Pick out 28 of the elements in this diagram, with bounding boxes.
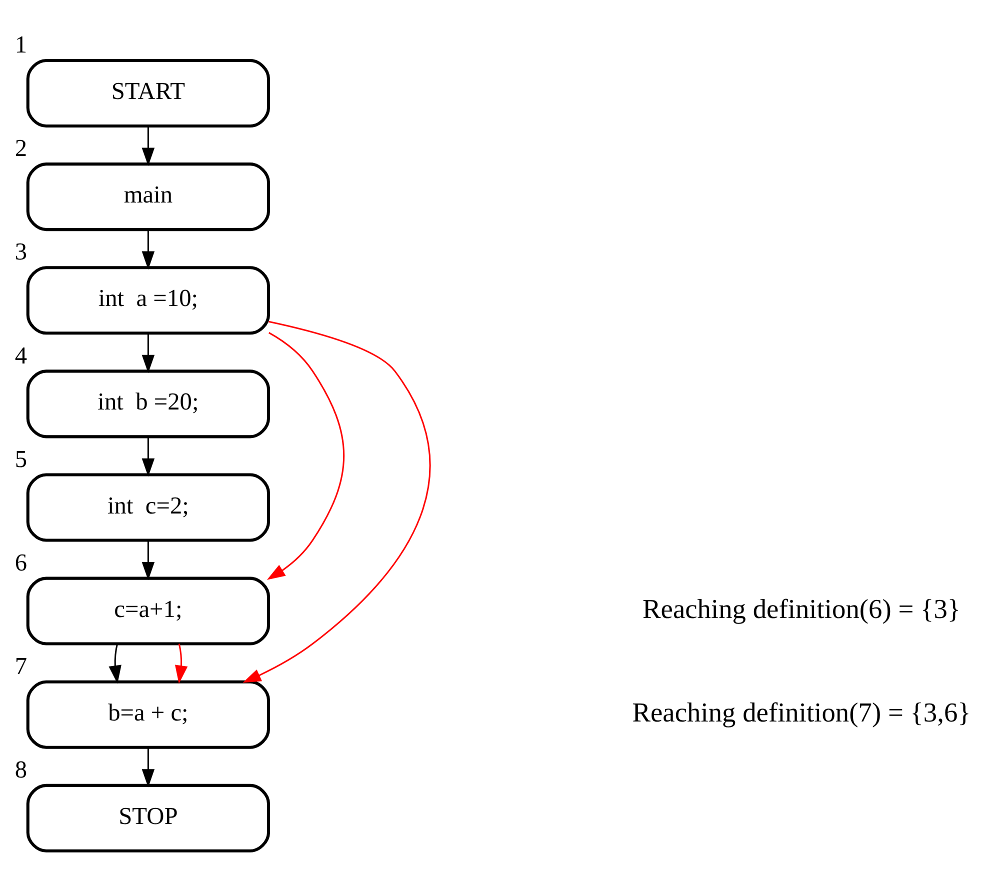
node-label: 4 — [14, 342, 28, 370]
node-label: 2 — [14, 135, 28, 162]
arrow — [142, 747, 155, 788]
node-label: 3 — [14, 238, 28, 266]
arrow — [142, 540, 155, 580]
node-box: main — [26, 162, 270, 232]
node-box: int c=2; — [26, 473, 270, 542]
arrow — [142, 333, 155, 374]
node-label: 8 — [14, 756, 28, 784]
node-label: 6 — [14, 549, 28, 576]
arrow — [142, 126, 155, 166]
node-label: 5 — [14, 446, 28, 473]
arrow — [174, 644, 188, 684]
arrow — [142, 436, 155, 477]
arrow — [142, 230, 155, 270]
node-box: b=a + c; — [26, 680, 270, 749]
node-label: 1 — [14, 32, 28, 59]
arrow — [242, 320, 431, 683]
node-box: int a =10; — [26, 266, 270, 335]
label: Reaching definition(7) = {3,6} — [632, 697, 971, 728]
node-box: c=a+1; — [26, 576, 270, 646]
label: Reaching definition(6) = {3} — [642, 594, 961, 624]
node-label: 7 — [14, 652, 28, 680]
node-box: int b =20; — [26, 370, 270, 438]
arrow — [108, 644, 122, 684]
arrow — [266, 332, 345, 580]
node-box: STOP — [26, 784, 270, 852]
node-box: START — [26, 58, 270, 128]
